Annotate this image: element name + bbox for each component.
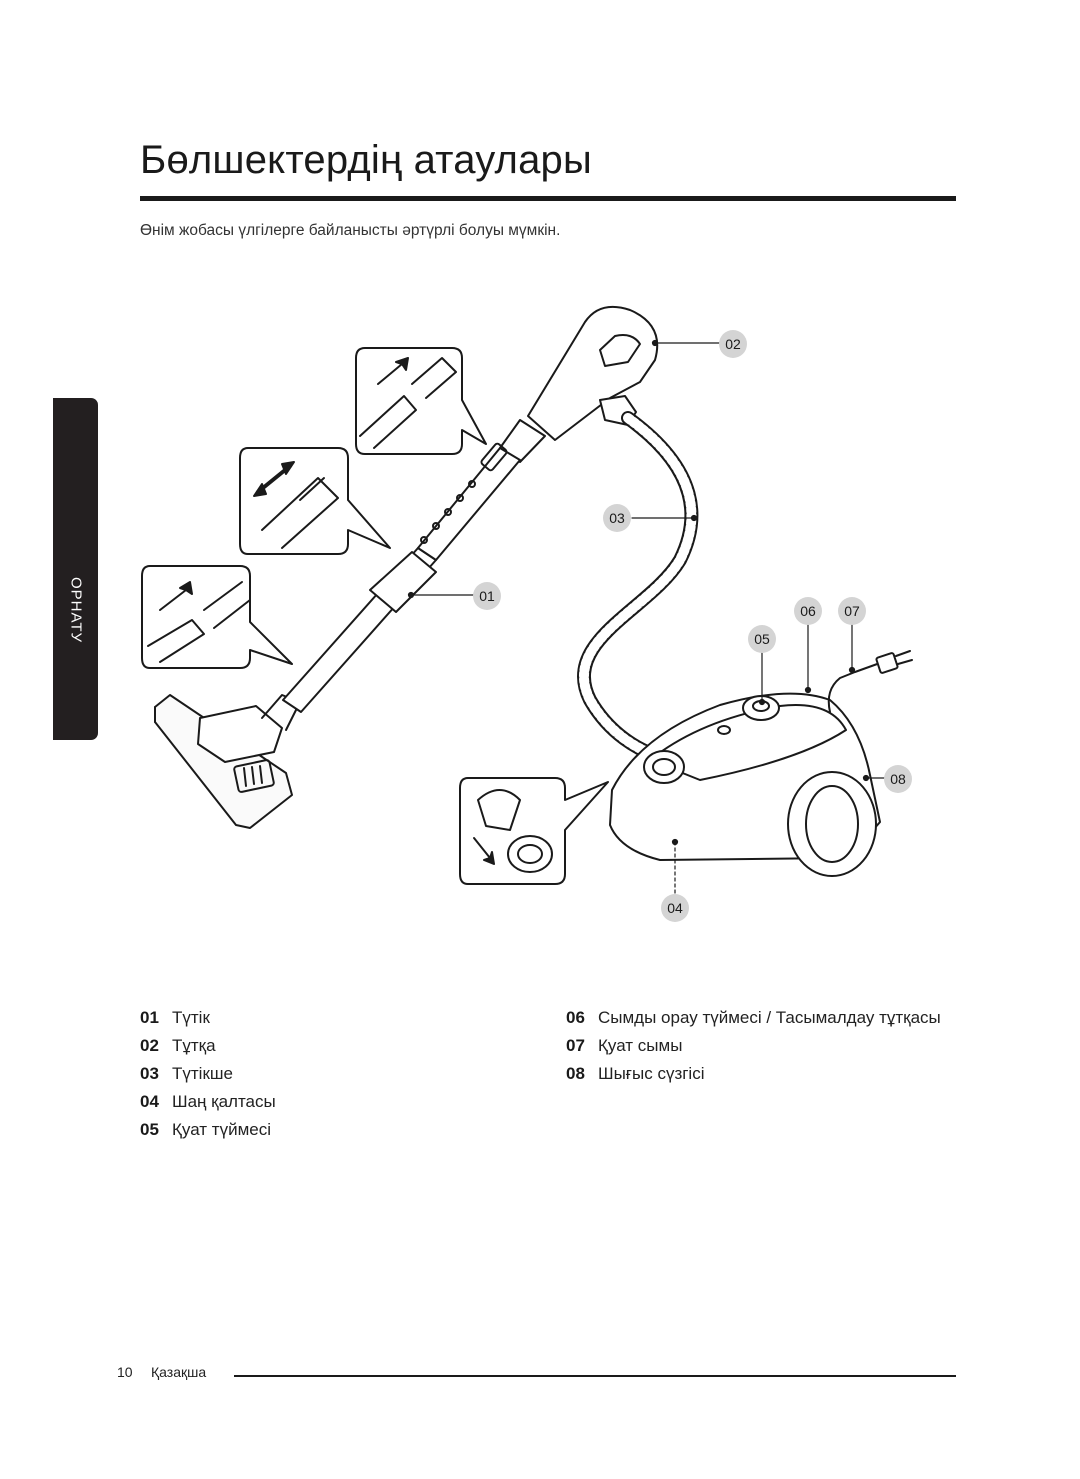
callout-07: 07 [838,597,866,625]
power-cord-drawing [827,650,913,713]
svg-text:02: 02 [725,336,741,352]
hose-drawing [577,411,699,762]
inset-tube-length [239,447,391,555]
vacuum-cleaner-illustration: 02 03 01 05 06 07 08 04 [141,306,913,922]
svg-text:06: 06 [800,603,816,619]
callout-04: 04 [661,894,689,922]
callout-02: 02 [719,330,747,358]
section-side-tab: ОРНАТУ [53,398,98,740]
callout-badges: 02 03 01 05 06 07 08 04 [473,330,912,922]
callout-05: 05 [748,625,776,653]
inset-hose-connection [459,777,609,885]
callout-08: 08 [884,765,912,793]
title-divider [140,196,956,201]
svg-text:04: 04 [667,900,683,916]
inset-handle-connection [355,347,487,455]
page-number: 10 [117,1364,133,1380]
svg-text:03: 03 [609,510,625,526]
svg-text:08: 08 [890,771,906,787]
callout-01: 01 [473,582,501,610]
callout-03: 03 [603,504,631,532]
footer-language: Қазақша [151,1364,207,1380]
svg-text:05: 05 [754,631,770,647]
vacuum-body-drawing [609,692,881,877]
page-subtitle: Өнім жобасы үлгілерге байланысты әртүрлі… [140,222,561,239]
page-title: Бөлшектердің атаулары [140,138,592,182]
inset-brush-connection [141,565,293,669]
floor-brush-drawing [154,694,301,829]
callout-leader-lines [407,339,886,897]
tube-drawing [282,419,546,713]
svg-text:07: 07 [844,603,860,619]
callout-06: 06 [794,597,822,625]
footer-divider [234,1375,956,1377]
svg-text:01: 01 [479,588,495,604]
